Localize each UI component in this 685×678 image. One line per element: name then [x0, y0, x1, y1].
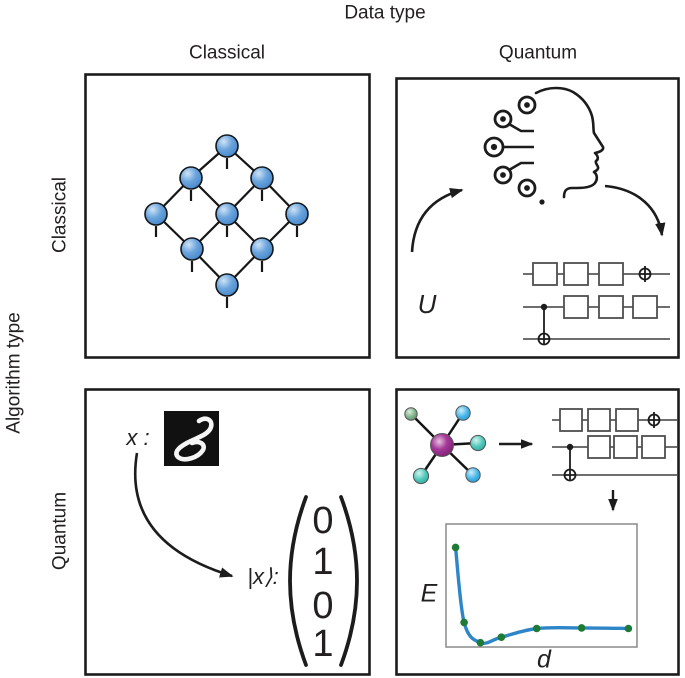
distance-axis-label: d [537, 645, 551, 674]
state-vector-parentheses [288, 495, 359, 667]
gate-boxes [559, 408, 666, 459]
energy-data-point [624, 624, 633, 633]
arrow-head-to-circuit [604, 184, 666, 237]
molecule-atoms [404, 405, 487, 485]
frame-classical-quantum [395, 77, 680, 359]
energy-plot [445, 523, 638, 648]
frame-classical-classical [84, 73, 371, 359]
column-header-classical: Classical [188, 42, 266, 64]
energy-axis-label: E [420, 579, 438, 608]
arrow-u-to-head [410, 188, 464, 253]
energy-curve-group [451, 543, 633, 647]
ai-head-icon [483, 86, 605, 205]
quantum-circuit-icon-top [523, 262, 670, 346]
data-type-title: Data type [344, 2, 426, 24]
algorithm-type-title: Algorithm type [3, 312, 25, 434]
frame-quantum-classical [84, 388, 371, 676]
state-vector-entry-2: 0 [312, 585, 334, 627]
state-vector-entry-3: 1 [312, 623, 334, 665]
lattice-nodes [144, 134, 309, 297]
state-vector-entry-1: 1 [312, 541, 334, 583]
unitary-u-label: U [417, 289, 437, 319]
ket-x-label: |x⟩: [247, 564, 279, 589]
cnot-gates [537, 266, 652, 346]
energy-data-point [497, 633, 506, 641]
gate-boxes [532, 262, 658, 319]
energy-data-point [451, 543, 460, 552]
energy-data-point [460, 618, 468, 627]
circuit-node-dots [490, 102, 545, 205]
energy-data-point [577, 624, 586, 632]
state-vector-entry-0: 0 [312, 500, 334, 542]
arrow-x-to-ket [133, 452, 234, 578]
quadrant-frames [84, 73, 680, 676]
classical-input-label: x : [126, 425, 150, 450]
spin-lattice-graphic [144, 134, 309, 308]
cnot-gates [563, 412, 661, 482]
mnist-digit-image [164, 411, 219, 466]
row-header-classical: Classical [49, 176, 71, 254]
quantum-circuit-icon-bottom [552, 408, 677, 482]
column-header-quantum: Quantum [498, 42, 578, 64]
energy-data-point [476, 638, 485, 647]
row-header-quantum: Quantum [49, 491, 71, 571]
circuit-trace-lines [503, 122, 534, 172]
frame-quantum-quantum [395, 388, 680, 676]
molecule-icon [404, 405, 487, 485]
energy-data-point [532, 624, 541, 633]
